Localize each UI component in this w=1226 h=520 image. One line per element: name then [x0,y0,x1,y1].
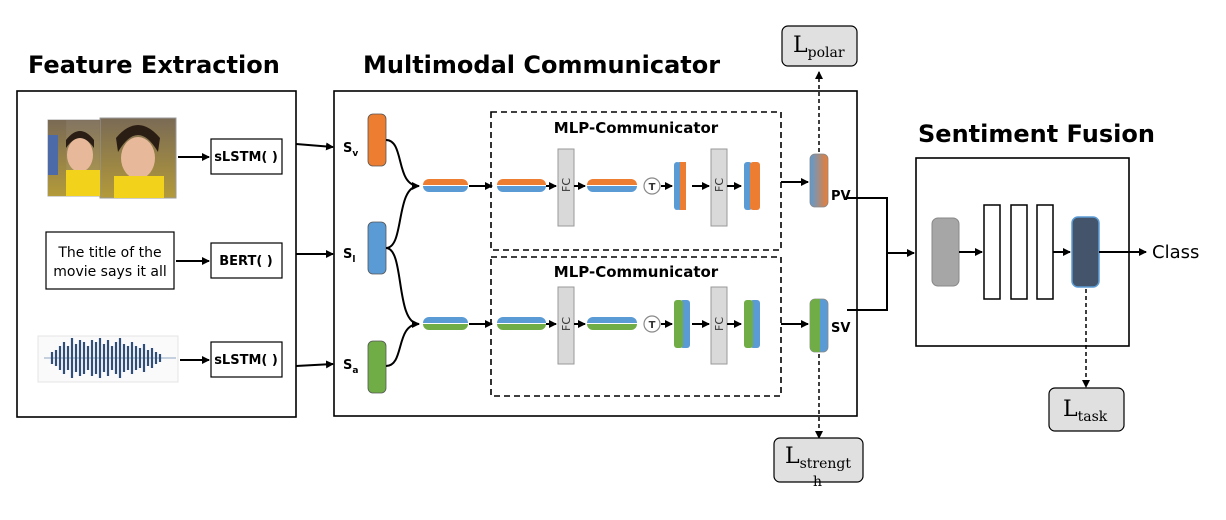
fc-layer-top-1 [557,148,575,227]
mlp-communicator-top-label: MLP-Communicator [554,119,719,137]
audio-encoder-box [210,341,283,378]
text-sample-box [45,231,175,290]
svg-text:T: T [649,320,656,331]
mlp-bottom-transposed-vector [674,300,690,348]
curve-language-to-concat-top [385,185,420,249]
audio-waveform-image [37,335,179,383]
fc-layer-bottom-1 [557,286,575,365]
mlp-top-transposed-vector [674,162,686,210]
fc-layer-bottom-2-label: FC [713,317,726,331]
arrow-audio-feature [295,360,334,369]
multimodal-communicator-title: Multimodal Communicator [363,51,720,79]
multimodal-communicator-box [333,90,858,417]
language-vector [367,221,387,275]
mlp-bottom-hidden-vector [587,317,637,330]
sv-vector [809,298,829,353]
loss-strength-box [773,437,864,483]
mlp-bottom-input-vector [497,317,546,330]
transpose-icon-top: T [643,177,661,195]
fusion-layer-3 [1036,204,1054,300]
loss-strength-label-wrap: h [813,474,822,490]
sentiment-fusion-title: Sentiment Fusion [918,120,1155,148]
loss-task-box [1048,387,1125,432]
mlp-top-hidden-vector [587,179,637,192]
loss-task-label: Ltask [1063,397,1108,425]
video-encoder-box [210,138,283,175]
bracket-pv-sv [847,197,888,311]
fc-layer-top-2-label: FC [713,178,726,192]
mlp-bottom-output-vector [744,300,760,348]
text-encoder-box [210,242,283,279]
visual-vector [367,113,387,167]
curve-acoustic-to-concat-bottom [385,323,420,367]
concat-vector-top [423,179,468,192]
loss-polar-box [781,25,858,67]
fusion-input-vector [931,217,960,287]
pv-label: PV [831,189,851,204]
mlp-communicator-bottom [490,256,782,397]
fc-layer-top-2 [710,148,728,227]
curve-language-to-concat-bottom [385,247,420,328]
arrow-video-feature [295,142,334,151]
fusion-output-vector [1071,216,1100,288]
input-label-sa: Sa [343,358,358,376]
fusion-layer-1 [983,204,1001,300]
transpose-icon-bottom: T [643,315,661,333]
concat-vector-bottom [423,317,468,330]
acoustic-vector [367,340,387,394]
sv-label: SV [831,321,850,336]
text-encoder-label: BERT( ) [219,254,273,269]
loss-strength-label: Lstrengt [785,444,851,472]
fc-layer-bottom-2 [710,286,728,365]
text-sample-line-2: movie says it all [53,264,167,280]
output-class-label: Class [1152,242,1199,263]
feature-extraction-title: Feature Extraction [28,51,280,79]
mlp-top-output-vector [744,162,760,210]
audio-encoder-label: sLSTM( ) [214,353,278,368]
curve-visual-to-concat-top [385,139,420,190]
input-label-sv: Sv [343,141,358,159]
mlp-top-input-vector [497,179,546,192]
svg-text:T: T [649,182,656,193]
input-label-sl: Sl [343,247,355,265]
video-frames-image [47,117,177,199]
video-encoder-label: sLSTM( ) [214,150,278,165]
fusion-layer-2 [1010,204,1028,300]
pv-vector [809,153,829,208]
text-sample-line-1: The title of the [57,245,161,261]
fc-layer-top-1-label: FC [560,178,573,192]
fc-layer-bottom-1-label: FC [560,317,573,331]
mlp-communicator-bottom-label: MLP-Communicator [554,263,719,281]
mlp-communicator-top [490,111,782,251]
loss-polar-label: Lpolar [793,33,845,61]
